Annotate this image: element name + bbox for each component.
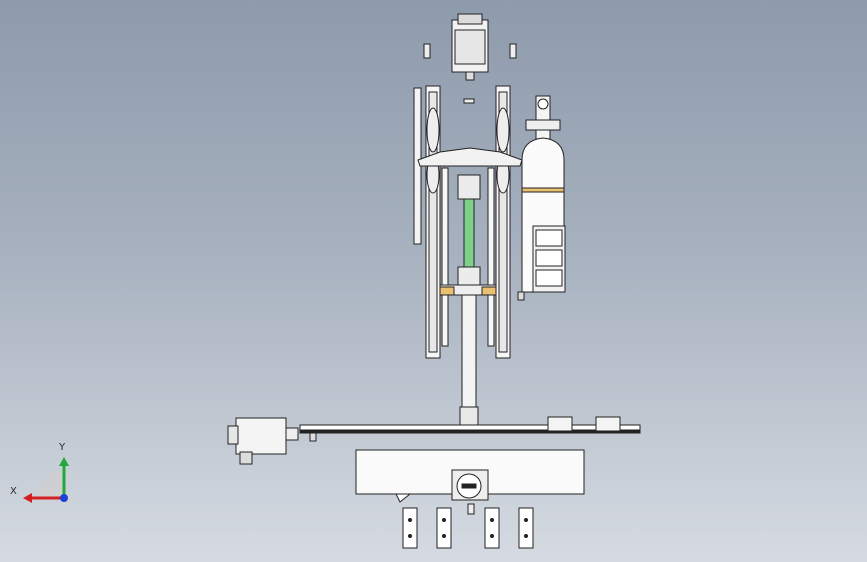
left-guide-rod[interactable] xyxy=(441,167,449,347)
top-servo-motor[interactable] xyxy=(451,13,489,81)
support-column[interactable] xyxy=(461,294,477,408)
top-bracket-right[interactable] xyxy=(509,43,517,59)
side-servo-motor[interactable] xyxy=(227,417,299,465)
base-rail[interactable] xyxy=(299,416,641,442)
upper-crossbar[interactable] xyxy=(417,147,523,167)
triad-base-wedge xyxy=(32,470,64,498)
right-linear-module[interactable] xyxy=(495,85,511,359)
right-guide-rod[interactable] xyxy=(487,167,495,347)
top-bracket-left[interactable] xyxy=(423,43,431,59)
column-base[interactable] xyxy=(459,406,479,426)
y-axis-head xyxy=(59,457,69,466)
z-axis-dot xyxy=(60,494,68,502)
small-key[interactable] xyxy=(463,98,475,104)
lower-coupling[interactable] xyxy=(457,266,481,286)
lead-screw[interactable] xyxy=(463,198,475,268)
platform-foot[interactable] xyxy=(395,493,412,503)
coordinate-triad: X Y xyxy=(10,440,80,510)
carriage-plate[interactable] xyxy=(439,284,497,296)
gas-cylinder[interactable] xyxy=(517,95,566,301)
left-linear-module[interactable] xyxy=(413,85,441,359)
x-axis-head xyxy=(23,493,32,503)
upper-coupling[interactable] xyxy=(457,174,481,200)
x-axis-label: X xyxy=(10,486,17,497)
gear-motor[interactable] xyxy=(451,469,489,501)
y-axis-label: Y xyxy=(59,442,66,453)
bottom-brackets[interactable] xyxy=(402,503,534,549)
